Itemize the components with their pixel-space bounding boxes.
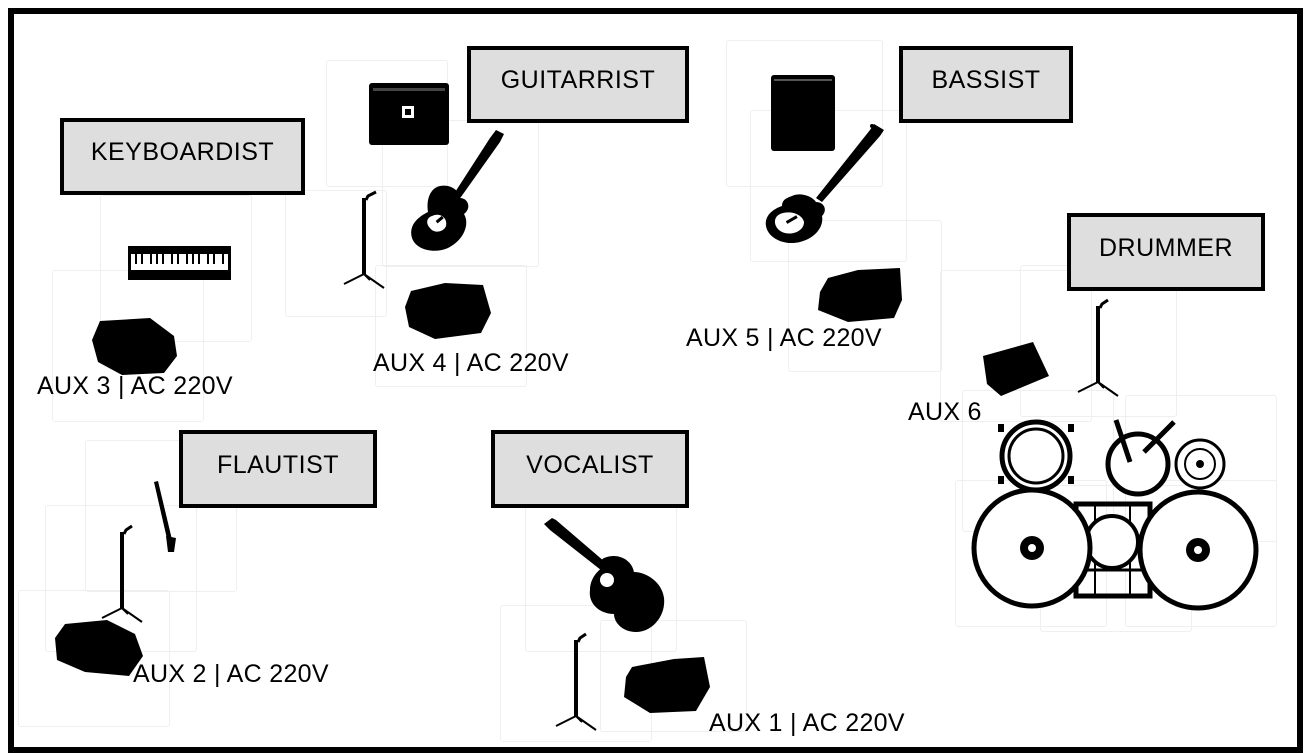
placeholder-panel	[940, 270, 1092, 422]
placeholder-panel	[85, 440, 237, 592]
guitarrist-label: GUITARRIST	[467, 46, 689, 123]
mic-stand-icon	[555, 632, 597, 731]
placeholder-panel	[726, 40, 883, 187]
aux-1-label: AUX 1 | AC 220V	[709, 709, 905, 737]
drum-kit-icon	[971, 419, 1259, 611]
mic-stand-icon	[101, 524, 143, 623]
placeholder-panel	[375, 265, 527, 387]
monitor-wedge-icon	[405, 283, 491, 339]
drummer-label: DRUMMER	[1067, 213, 1265, 291]
aux-6-label: AUX 6	[908, 398, 982, 426]
placeholder-panel	[788, 220, 942, 372]
bass-amp-icon	[771, 75, 835, 151]
guitar-amp-icon	[369, 83, 449, 145]
bassist-label: BASSIST	[899, 46, 1073, 123]
mic-stand-icon	[343, 190, 385, 289]
placeholder-panel	[285, 190, 387, 317]
aux-5-label: AUX 5 | AC 220V	[686, 324, 882, 352]
placeholder-panel	[18, 590, 170, 727]
flute-icon	[154, 481, 176, 552]
aux-3-label: AUX 3 | AC 220V	[37, 372, 233, 400]
bass-guitar-icon	[765, 124, 884, 244]
placeholder-panel	[100, 195, 252, 342]
monitor-wedge-icon	[624, 657, 710, 713]
placeholder-panel	[600, 620, 747, 732]
acoustic-guitar-icon	[544, 518, 665, 632]
aux-2-label: AUX 2 | AC 220V	[133, 660, 329, 688]
monitor-wedge-icon	[55, 620, 143, 676]
monitor-wedge-icon	[818, 268, 902, 322]
placeholder-panel	[382, 120, 539, 267]
mic-stand-icon	[1077, 298, 1119, 397]
keyboard-icon	[128, 246, 231, 280]
keyboardist-label: KEYBOARDIST	[60, 118, 305, 195]
monitor-wedge-icon	[983, 342, 1049, 396]
aux-4-label: AUX 4 | AC 220V	[373, 349, 569, 377]
flautist-label: FLAUTIST	[179, 430, 377, 508]
vocalist-label: VOCALIST	[491, 430, 689, 508]
monitor-wedge-icon	[92, 318, 177, 375]
electric-guitar-icon	[411, 130, 504, 251]
